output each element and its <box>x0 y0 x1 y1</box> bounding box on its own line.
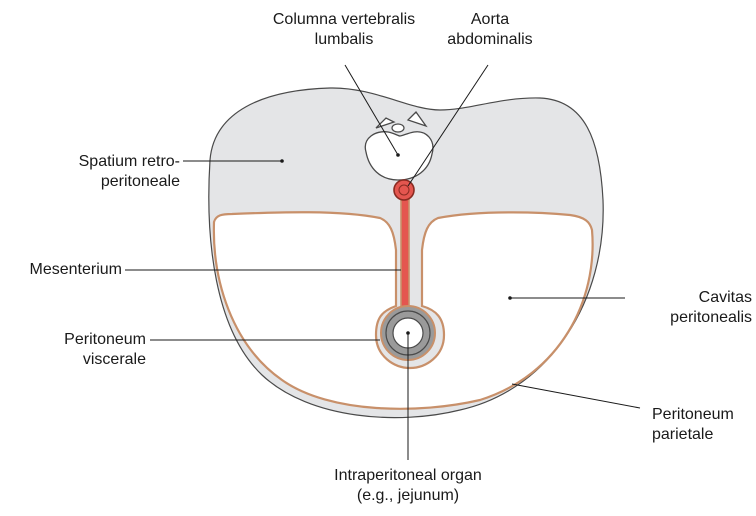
label-aorta-abdominalis: Aorta abdominalis <box>440 10 540 50</box>
aorta-lumen <box>399 185 409 195</box>
label-intraperitoneal-line2: (e.g., jejunum) <box>298 486 518 506</box>
dot-intraperitoneal <box>406 331 410 335</box>
vertebral-foramen <box>392 124 404 132</box>
dot-columna <box>396 153 400 157</box>
label-columna-vertebralis: Columna vertebralis lumbalis <box>244 10 444 50</box>
label-peritoneum-visc-line2: viscerale <box>4 350 146 370</box>
label-peritoneum-viscerale: Peritoneum viscerale <box>4 330 146 370</box>
label-intraperitoneal-organ: Intraperitoneal organ (e.g., jejunum) <box>298 466 518 506</box>
label-cavitas-line1: Cavitas <box>628 288 752 308</box>
label-peritoneum-parietale: Peritoneum parietale <box>652 405 752 445</box>
label-intraperitoneal-line1: Intraperitoneal organ <box>298 466 518 486</box>
label-peritoneum-par-line1: Peritoneum <box>652 405 752 425</box>
label-cavitas-peritonealis: Cavitas peritonealis <box>628 288 752 328</box>
label-columna-line1: Columna vertebralis <box>244 10 444 30</box>
leader-peritoneum-par <box>512 384 640 408</box>
label-cavitas-line2: peritonealis <box>628 308 752 328</box>
label-mesenterium-line1: Mesenterium <box>4 260 122 280</box>
label-columna-line2: lumbalis <box>244 30 444 50</box>
label-mesenterium: Mesenterium <box>4 260 122 280</box>
label-peritoneum-par-line2: parietale <box>652 425 752 445</box>
label-spatium-retroperitoneale: Spatium retro- peritoneale <box>4 152 180 192</box>
label-aorta-line2: abdominalis <box>440 30 540 50</box>
label-spatium-line2: peritoneale <box>4 172 180 192</box>
label-peritoneum-visc-line1: Peritoneum <box>4 330 146 350</box>
dot-spatium <box>280 159 284 163</box>
label-spatium-line1: Spatium retro- <box>4 152 180 172</box>
mesentery-stalk <box>401 196 409 310</box>
label-aorta-line1: Aorta <box>440 10 540 30</box>
dot-cavitas <box>508 296 512 300</box>
